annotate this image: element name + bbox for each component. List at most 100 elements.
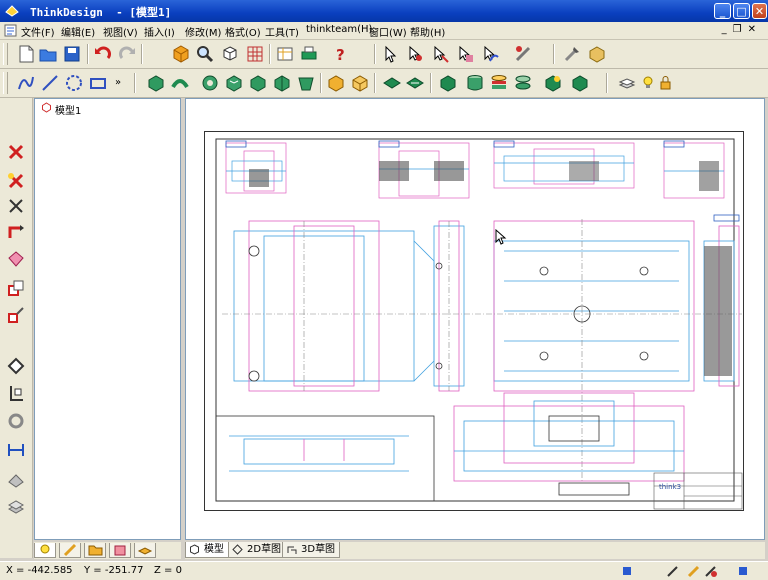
tab-2d-sketch[interactable]: 2D草图 — [228, 542, 287, 558]
select-point-icon[interactable] — [405, 44, 425, 64]
drawing-canvas[interactable]: think3 — [185, 98, 765, 540]
package-icon[interactable] — [587, 44, 607, 64]
draft-icon[interactable] — [296, 73, 316, 93]
brush-icon[interactable] — [687, 564, 701, 578]
tree-tab-pencil[interactable] — [59, 543, 81, 558]
document-icon[interactable] — [4, 24, 17, 37]
minimize-button[interactable]: _ — [714, 3, 731, 19]
measure-icon[interactable] — [513, 44, 533, 64]
align-icon[interactable] — [6, 383, 26, 403]
maximize-button[interactable]: □ — [733, 3, 750, 19]
tab-3d-sketch-label: 3D草图 — [301, 544, 336, 555]
trim-icon[interactable] — [6, 142, 26, 162]
twist-icon[interactable] — [6, 411, 26, 431]
menu-tools[interactable]: 工具(T) — [265, 28, 299, 39]
fillet-icon[interactable] — [248, 73, 268, 93]
paint-icon[interactable] — [6, 470, 26, 490]
status-x: X = -442.585 — [6, 565, 73, 576]
render-icon[interactable] — [543, 73, 563, 93]
tab-2d-sketch-label: 2D草图 — [247, 544, 282, 555]
redo-icon[interactable] — [117, 44, 137, 64]
move-icon[interactable] — [6, 305, 26, 325]
menu-file[interactable]: 文件(F) — [21, 28, 55, 39]
settings-icon[interactable] — [562, 44, 582, 64]
stack-icon[interactable] — [489, 73, 509, 93]
toolbar-separator — [320, 73, 322, 93]
select-face-icon[interactable] — [455, 44, 475, 64]
cylinder-icon[interactable] — [465, 73, 485, 93]
tree-tab-lightbulb[interactable] — [34, 543, 56, 558]
chamfer-icon[interactable] — [272, 73, 292, 93]
box-alt-icon[interactable] — [350, 73, 370, 93]
measure-distance-icon[interactable] — [6, 440, 26, 460]
close-button[interactable]: ✕ — [752, 3, 767, 19]
tab-model[interactable]: 模型 — [185, 542, 229, 558]
box-icon[interactable] — [326, 73, 346, 93]
model-node-icon — [42, 102, 51, 113]
curve-icon[interactable] — [16, 73, 36, 93]
pattern-icon[interactable] — [405, 73, 425, 93]
menu-thinkteam[interactable]: thinkteam(H) — [306, 24, 373, 35]
menu-format[interactable]: 格式(O) — [225, 28, 261, 39]
paint-icon[interactable] — [704, 564, 718, 578]
save-icon[interactable] — [62, 44, 82, 64]
light-icon[interactable] — [640, 73, 660, 93]
help-icon[interactable]: ? — [331, 44, 351, 64]
menu-window[interactable]: 窗口(W) — [369, 28, 407, 39]
line-icon[interactable] — [40, 73, 60, 93]
snap-icon[interactable] — [620, 564, 634, 578]
status-bar: X = -442.585 Y = -251.77 Z = 0 — [0, 561, 768, 580]
tree-tab-folder[interactable] — [84, 543, 106, 558]
tab-3d-sketch[interactable]: 3D草图 — [282, 542, 341, 558]
select-edge-icon[interactable] — [430, 44, 450, 64]
select-curve-icon[interactable] — [480, 44, 500, 64]
undo-icon[interactable] — [93, 44, 113, 64]
rectangle-icon[interactable] — [88, 73, 108, 93]
layers-icon[interactable] — [6, 497, 26, 517]
mdi-close-button[interactable]: ✕ — [747, 24, 762, 35]
print-icon[interactable] — [299, 44, 319, 64]
new-file-icon[interactable] — [16, 44, 36, 64]
circle-icon[interactable] — [64, 73, 84, 93]
copy-icon[interactable] — [6, 278, 26, 298]
revolve-icon[interactable] — [170, 73, 190, 93]
menu-edit[interactable]: 编辑(E) — [61, 28, 96, 39]
grid-icon[interactable] — [245, 44, 265, 64]
cut-icon[interactable] — [6, 196, 26, 216]
mesh-icon[interactable] — [438, 73, 458, 93]
tree-tab-print[interactable] — [109, 543, 131, 558]
mdi-restore-button[interactable]: ❐ — [732, 24, 748, 35]
texture-icon[interactable] — [570, 73, 590, 93]
rotate-icon[interactable] — [6, 249, 26, 269]
menu-view[interactable]: 视图(V) — [103, 28, 138, 39]
more-icon[interactable]: » — [112, 73, 132, 93]
hole-icon[interactable] — [200, 73, 220, 93]
mdi-minimize-button[interactable]: _ — [721, 24, 733, 35]
toolbar-grip[interactable] — [3, 72, 8, 94]
erase-icon[interactable] — [6, 356, 26, 376]
insert-solid-icon[interactable] — [171, 44, 191, 64]
3d-view-icon[interactable] — [220, 44, 240, 64]
bend-icon[interactable] — [6, 222, 26, 242]
toolbar-separator — [606, 73, 608, 93]
tree-tab-stack[interactable] — [134, 543, 156, 558]
menu-insert[interactable]: 插入(I) — [144, 28, 175, 39]
table-icon[interactable] — [275, 44, 295, 64]
lock-icon[interactable] — [656, 73, 676, 93]
extrude-icon[interactable] — [146, 73, 166, 93]
open-folder-icon[interactable] — [38, 44, 58, 64]
surface-icon[interactable] — [513, 73, 533, 93]
shell-icon[interactable] — [224, 73, 244, 93]
menu-help[interactable]: 帮助(H) — [410, 28, 446, 39]
toolbar-grip[interactable] — [3, 43, 8, 65]
tree-root-node[interactable]: 模型1 — [55, 106, 82, 117]
extend-icon[interactable] — [6, 171, 26, 191]
layer-manager-icon[interactable] — [617, 73, 637, 93]
boolean-icon[interactable] — [382, 73, 402, 93]
select-arrow-icon[interactable] — [380, 44, 400, 64]
grid-snap-icon[interactable] — [736, 564, 750, 578]
menu-modify[interactable]: 修改(M) — [185, 28, 222, 39]
pencil-icon[interactable] — [666, 564, 680, 578]
view-tabs: 模型 2D草图 3D草图 — [185, 542, 765, 559]
zoom-icon[interactable] — [195, 44, 215, 64]
